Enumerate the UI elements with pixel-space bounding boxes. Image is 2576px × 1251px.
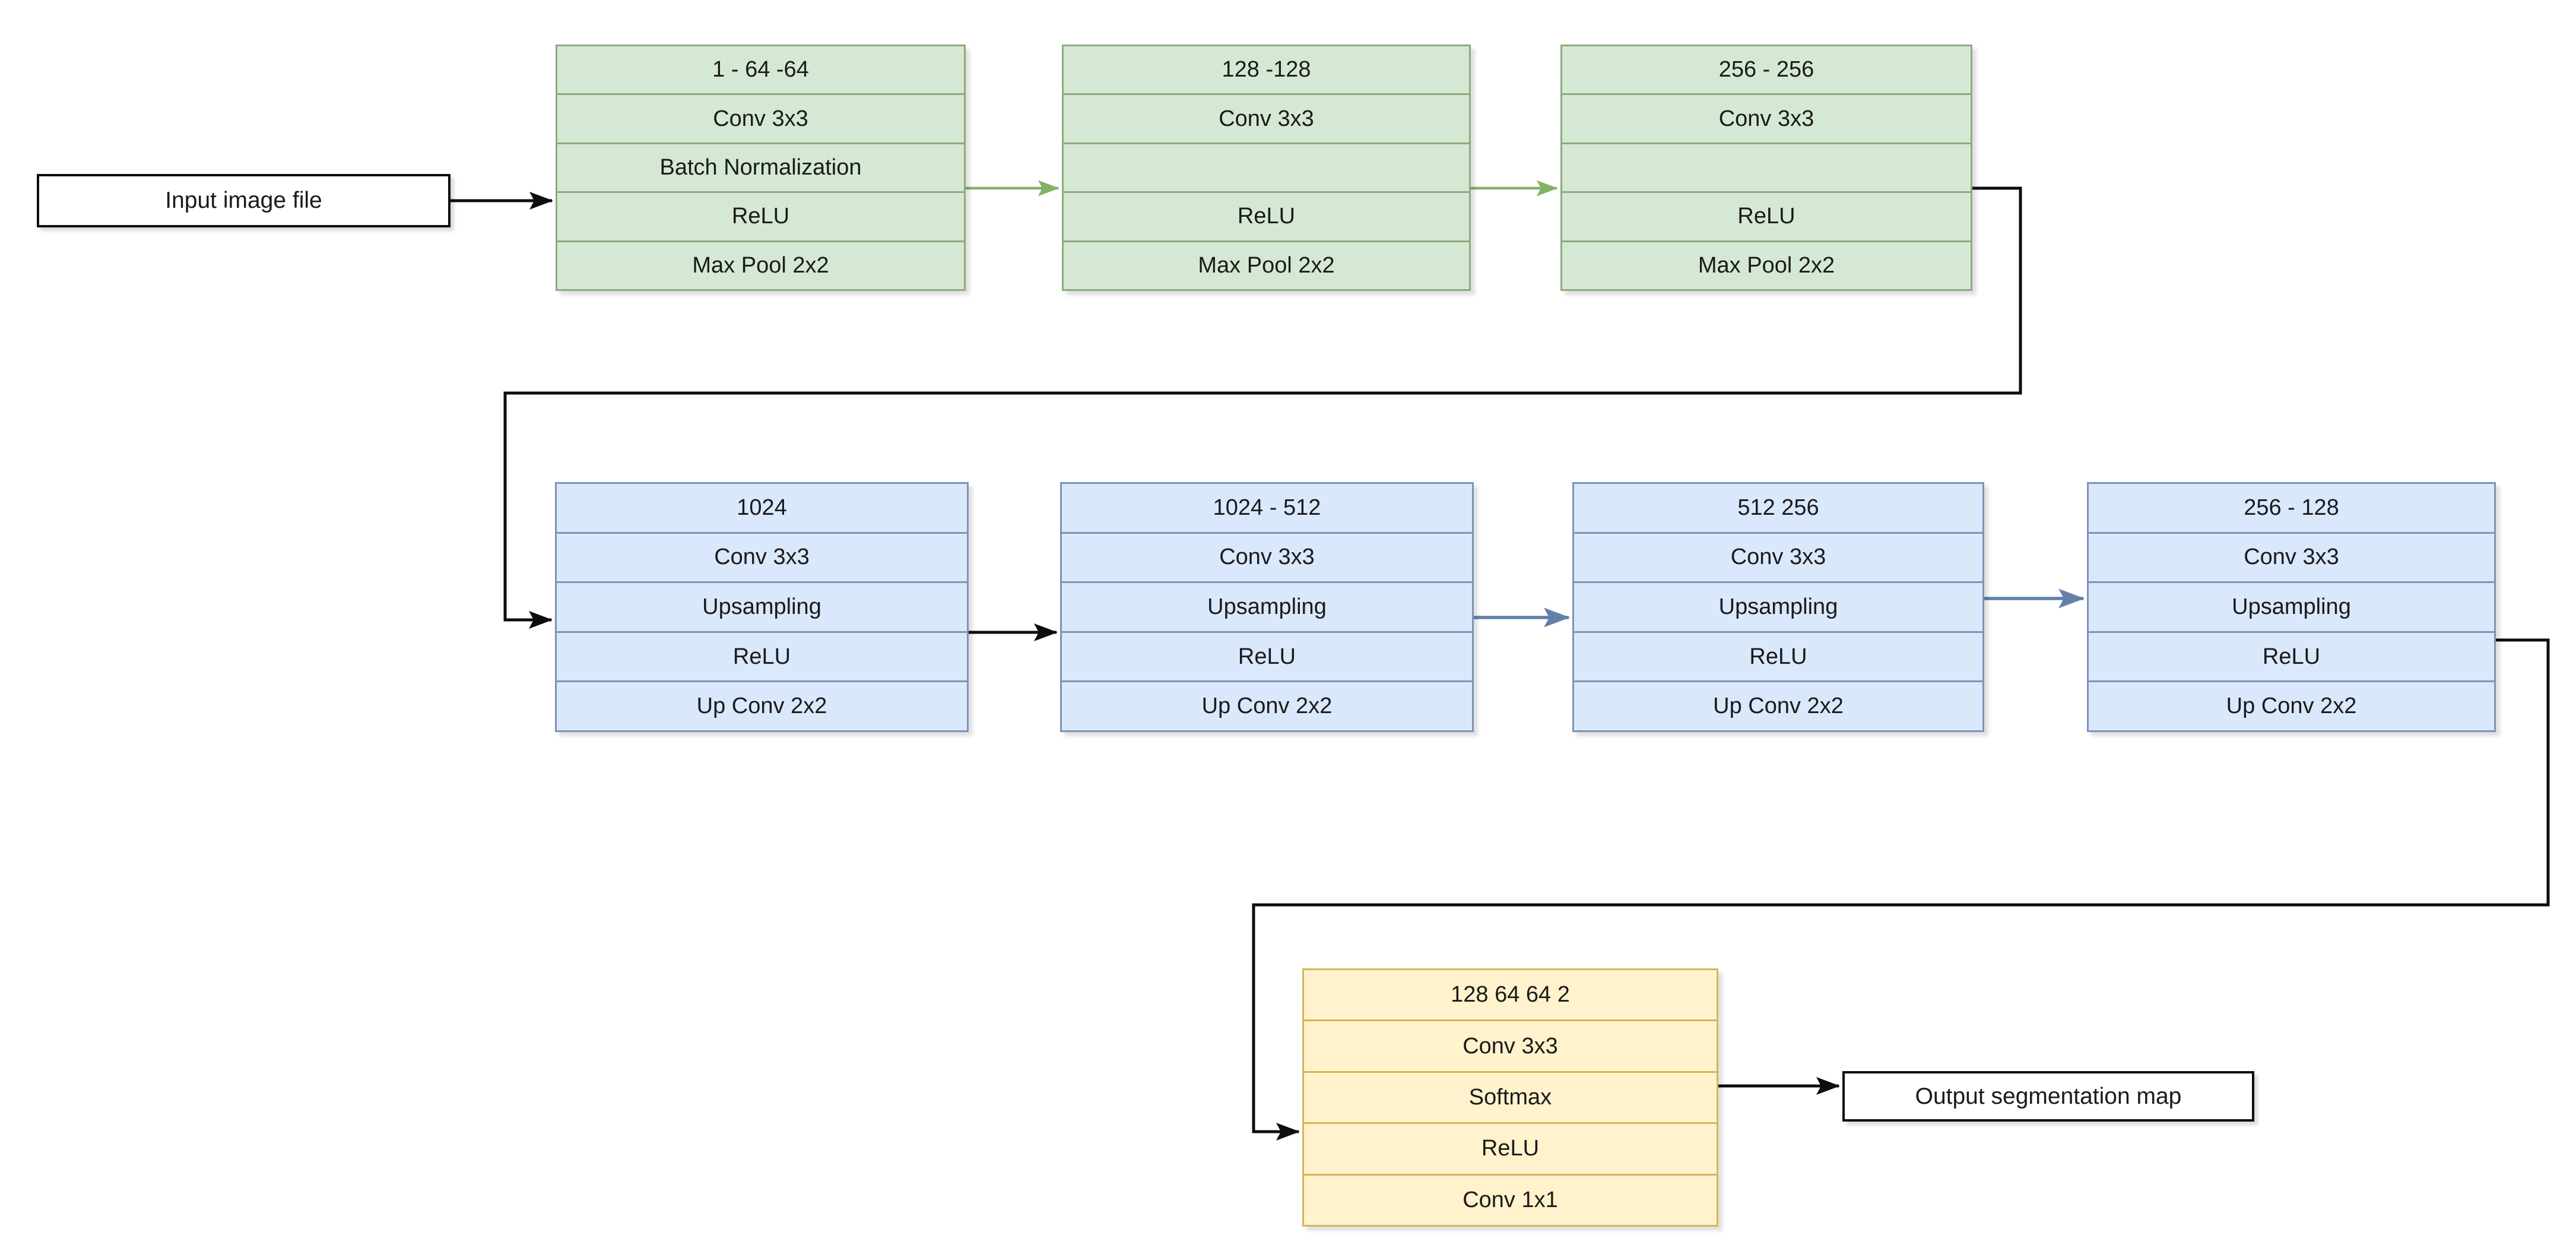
block-decoder-2: 1024 - 512 Conv 3x3 Upsampling ReLU Up C…: [1060, 482, 1474, 732]
block-row: Conv 3x3: [2087, 531, 2496, 582]
block-row: ReLU: [2087, 631, 2496, 681]
block-row: Upsampling: [1060, 581, 1474, 631]
block-row: Conv 3x3: [1060, 531, 1474, 582]
block-row: ReLU: [1572, 631, 1984, 681]
block-row: Conv 3x3: [1062, 93, 1471, 142]
block-row: 256 - 256: [1560, 45, 1972, 94]
block-row: Upsampling: [2087, 581, 2496, 631]
block-row: Up Conv 2x2: [1572, 680, 1984, 732]
block-output-head: 128 64 64 2 Conv 3x3 Softmax ReLU Conv 1…: [1302, 968, 1718, 1227]
block-encoder-1: 1 - 64 -64 Conv 3x3 Batch Normalization …: [556, 45, 966, 292]
block-row: Upsampling: [555, 581, 969, 631]
block-encoder-3: 256 - 256 Conv 3x3 ReLU Max Pool 2x2: [1560, 45, 1972, 292]
block-row: 1024: [555, 482, 969, 532]
block-row: Upsampling: [1572, 581, 1984, 631]
output-box-label: Output segmentation map: [1915, 1083, 2182, 1109]
block-row: ReLU: [556, 191, 966, 240]
block-row: Up Conv 2x2: [2087, 680, 2496, 732]
block-row: Conv 3x3: [1560, 93, 1972, 142]
block-row: Softmax: [1302, 1071, 1718, 1123]
block-row: Batch Normalization: [556, 142, 966, 192]
edge-encoder3-to-decoder1: [503, 186, 2022, 629]
block-decoder-1: 1024 Conv 3x3 Upsampling ReLU Up Conv 2x…: [555, 482, 969, 732]
output-box: Output segmentation map: [1842, 1071, 2254, 1122]
block-row: ReLU: [1060, 631, 1474, 681]
block-row: Max Pool 2x2: [556, 240, 966, 292]
block-row: Up Conv 2x2: [555, 680, 969, 732]
block-row: ReLU: [555, 631, 969, 681]
block-row: 256 - 128: [2087, 482, 2496, 532]
block-row: Conv 3x3: [1572, 531, 1984, 582]
block-row: ReLU: [1560, 191, 1972, 240]
block-row: 128 64 64 2: [1302, 968, 1718, 1020]
block-row: 1 - 64 -64: [556, 45, 966, 94]
input-box-label: Input image file: [165, 188, 322, 213]
block-row: Up Conv 2x2: [1060, 680, 1474, 732]
block-decoder-3: 512 256 Conv 3x3 Upsampling ReLU Up Conv…: [1572, 482, 1984, 732]
block-row: Conv 1x1: [1302, 1173, 1718, 1227]
edge-decoder4-to-outputhead: [1252, 638, 2550, 1141]
block-decoder-4: 256 - 128 Conv 3x3 Upsampling ReLU Up Co…: [2087, 482, 2496, 732]
block-row: ReLU: [1062, 191, 1471, 240]
block-row: [1560, 142, 1972, 192]
block-row: Max Pool 2x2: [1062, 240, 1471, 292]
block-row: 1024 - 512: [1060, 482, 1474, 532]
block-row: 128 -128: [1062, 45, 1471, 94]
block-row: Conv 3x3: [556, 93, 966, 142]
block-encoder-2: 128 -128 Conv 3x3 ReLU Max Pool 2x2: [1062, 45, 1471, 292]
block-row: Max Pool 2x2: [1560, 240, 1972, 292]
input-box: Input image file: [37, 174, 451, 227]
block-row: [1062, 142, 1471, 192]
block-row: Conv 3x3: [555, 531, 969, 582]
block-row: Conv 3x3: [1302, 1019, 1718, 1071]
block-row: ReLU: [1302, 1122, 1718, 1174]
block-row: 512 256: [1572, 482, 1984, 532]
